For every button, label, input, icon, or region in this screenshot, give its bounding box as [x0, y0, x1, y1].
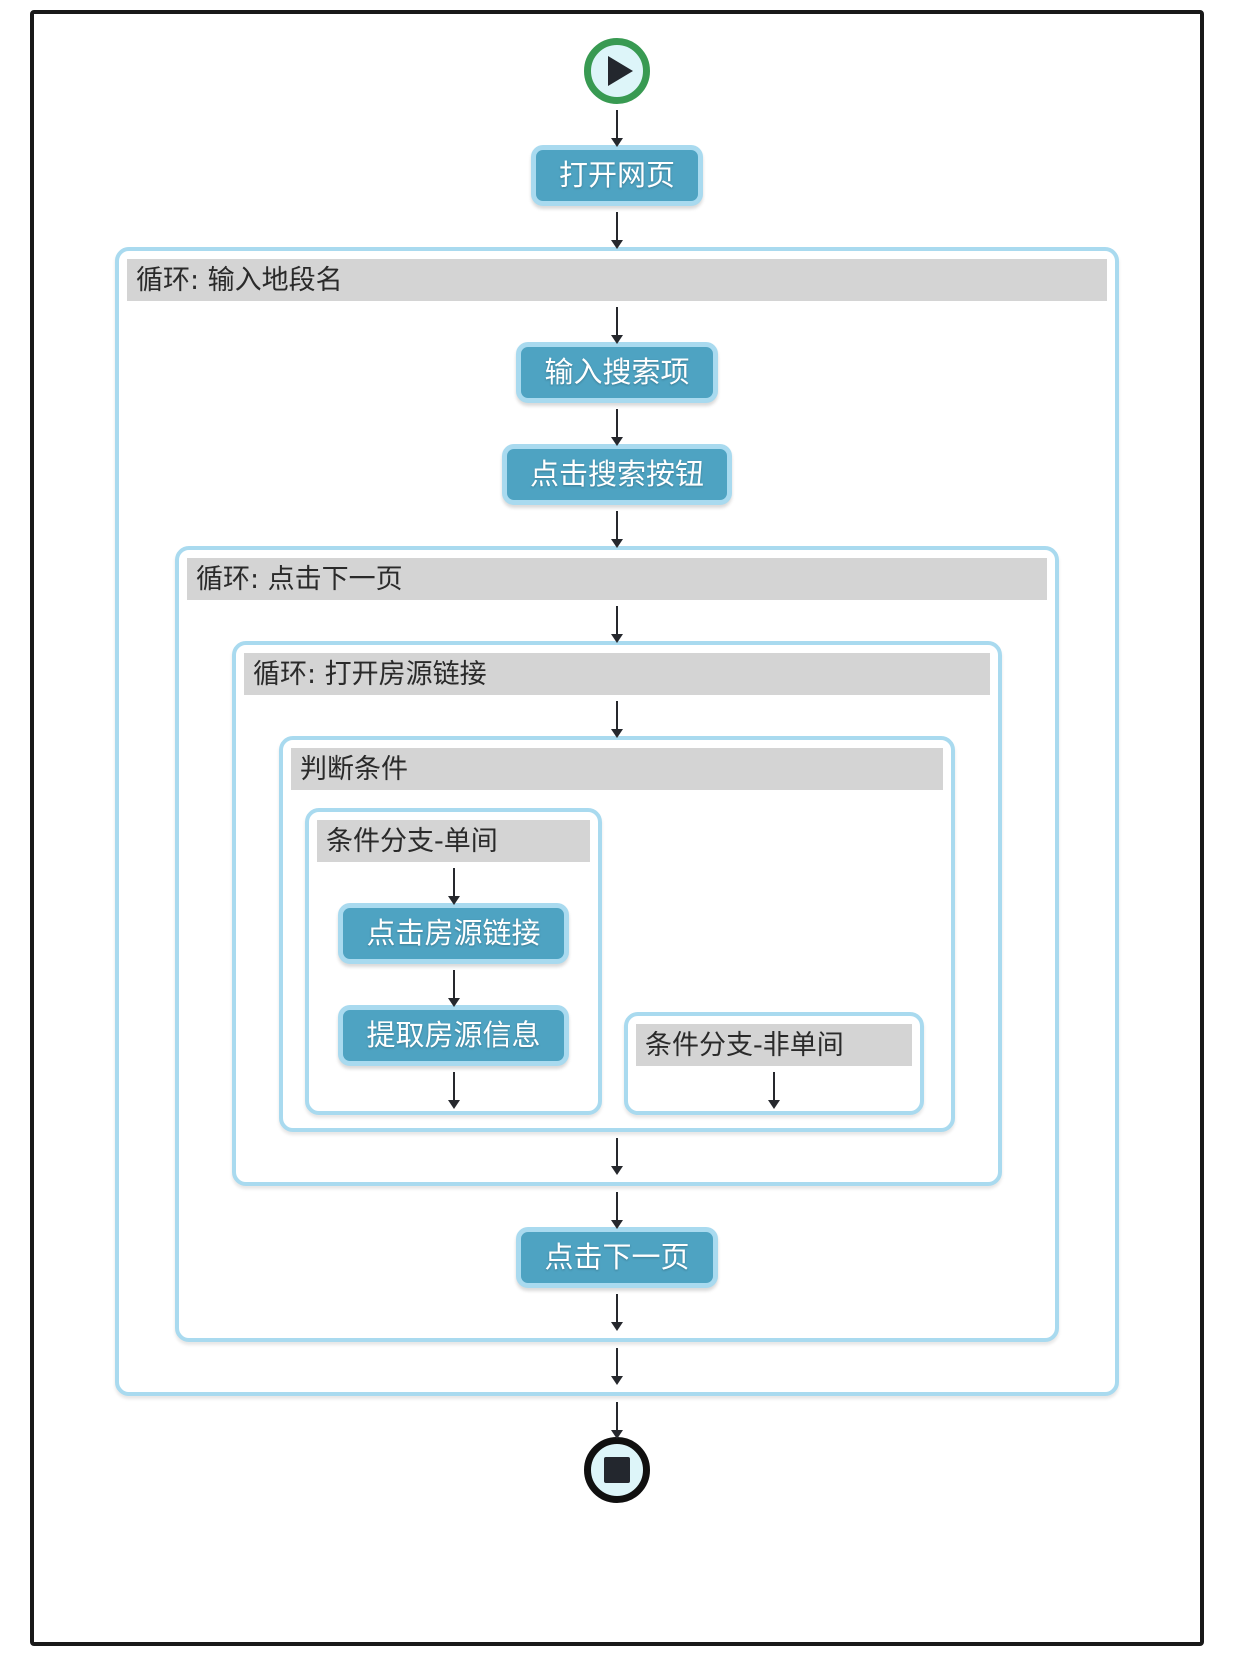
loop-input-district[interactable]: 循环: 输入地段名 输入搜索项 点击搜索按钮 循环: 点击下一页 循环: 打开房…: [115, 247, 1119, 1396]
arrow-down-icon: [452, 868, 455, 896]
end-node[interactable]: [584, 1437, 650, 1503]
stop-icon: [604, 1457, 630, 1483]
step-input-search-term[interactable]: 输入搜索项: [516, 342, 718, 403]
arrow-down-icon: [616, 1294, 618, 1322]
arrow-down-icon: [616, 212, 618, 240]
step-click-next-page[interactable]: 点击下一页: [516, 1227, 718, 1288]
branch-single-room[interactable]: 条件分支-单间 点击房源链接 提取房源信息: [305, 808, 602, 1115]
arrow-down-icon: [452, 970, 455, 998]
arrow-down-icon: [616, 606, 618, 634]
workflow-canvas: 打开网页 循环: 输入地段名 输入搜索项 点击搜索按钮 循环: 点击下一页 循环…: [30, 10, 1204, 1646]
loop-input-district-header[interactable]: 循环: 输入地段名: [127, 259, 1107, 301]
arrow-down-icon: [616, 110, 618, 138]
step-click-listing-link[interactable]: 点击房源链接: [338, 903, 569, 964]
loop-open-listing-link-header[interactable]: 循环: 打开房源链接: [244, 653, 990, 695]
arrow-down-icon: [616, 1348, 618, 1376]
arrow-down-icon: [616, 511, 618, 539]
arrow-down-icon: [616, 1402, 618, 1430]
arrow-down-icon: [452, 1072, 455, 1100]
arrow-down-icon: [616, 701, 618, 729]
arrow-down-icon: [616, 409, 618, 437]
step-extract-listing-info[interactable]: 提取房源信息: [338, 1005, 569, 1066]
condition-header[interactable]: 判断条件: [291, 748, 943, 790]
branch-not-single-room[interactable]: 条件分支-非单间: [624, 1012, 924, 1115]
arrow-down-icon: [616, 1138, 618, 1166]
loop-open-listing-link[interactable]: 循环: 打开房源链接 判断条件 条件分支-单间 点击房源链接 提取房源信息: [232, 641, 1002, 1186]
play-icon: [608, 56, 633, 86]
loop-click-next-page-header[interactable]: 循环: 点击下一页: [187, 558, 1047, 600]
step-open-webpage[interactable]: 打开网页: [530, 145, 703, 206]
branch-not-single-room-header[interactable]: 条件分支-非单间: [636, 1024, 912, 1066]
arrow-down-icon: [773, 1072, 775, 1100]
arrow-down-icon: [616, 307, 618, 335]
loop-click-next-page[interactable]: 循环: 点击下一页 循环: 打开房源链接 判断条件 条件分支-单间 点击房源链接…: [175, 546, 1059, 1342]
branch-row: 条件分支-单间 点击房源链接 提取房源信息 条件分支-非单间: [291, 790, 943, 1119]
step-click-search-button[interactable]: 点击搜索按钮: [501, 444, 732, 505]
condition-node[interactable]: 判断条件 条件分支-单间 点击房源链接 提取房源信息 条件分支-非单间: [279, 736, 955, 1132]
start-node[interactable]: [584, 38, 650, 104]
arrow-down-icon: [616, 1192, 618, 1220]
branch-single-room-header[interactable]: 条件分支-单间: [317, 820, 590, 862]
